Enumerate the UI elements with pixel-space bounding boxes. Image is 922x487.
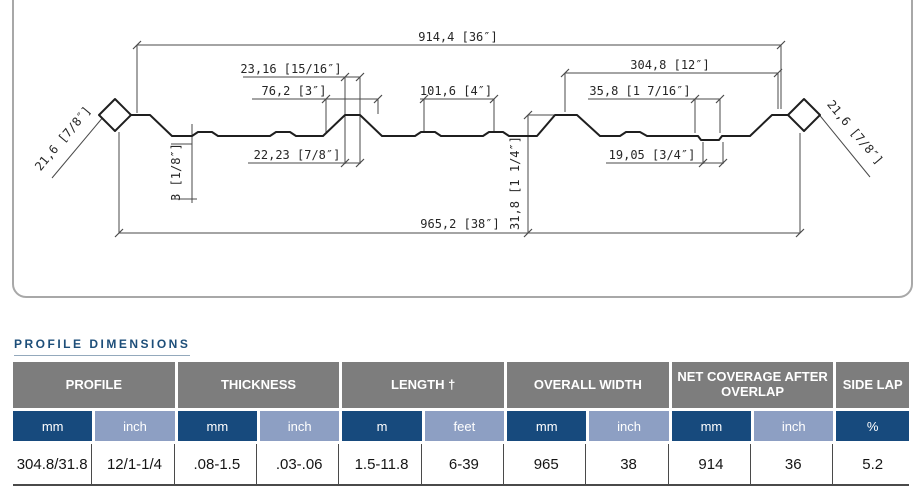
left-edge-diamond [98, 98, 132, 132]
unit-header-length-feet: feet [424, 411, 505, 441]
unit-header-side-lap-pct: % [836, 411, 909, 441]
value-profile-mm: 304.8/31.8 [13, 444, 93, 484]
group-header-overall-width: OVERALL WIDTH [507, 362, 669, 408]
dim-label-stiffener-height: 3 [1/8″] [169, 143, 183, 201]
dim-label-overall-width: 965,2 [38″] [420, 217, 499, 231]
value-profile-inch: 12/1-1/4 [95, 444, 175, 484]
right-edge-diamond [787, 98, 821, 132]
unit-header-length-m: m [342, 411, 422, 441]
unit-header-profile-mm: mm [13, 411, 93, 441]
unit-header-coverage-mm: mm [671, 411, 752, 441]
profile-dimensions-table: PROFILE THICKNESS LENGTH † OVERALL WIDTH… [13, 362, 909, 486]
dim-label-underlap-width: 35,8 [1 7/16″] [589, 84, 690, 98]
value-width-mm: 965 [507, 444, 587, 484]
group-header-thickness: THICKNESS [177, 362, 340, 408]
dim-label-profile-height: 31,8 [1 1/4″] [508, 136, 522, 230]
table-title: PROFILE DIMENSIONS [14, 337, 191, 356]
group-header-profile: PROFILE [13, 362, 175, 408]
value-length-m: 1.5-11.8 [342, 444, 422, 484]
dim-label-rib-base-width: 76,2 [3″] [261, 84, 326, 98]
profile-drawing: 914,4 [36″] 304,8 [12″] 23,16 [15/16″] 7… [32, 30, 886, 238]
value-coverage-inch: 36 [754, 444, 834, 484]
value-side-lap-pct: 5.2 [836, 444, 909, 484]
value-thickness-mm: .08-1.5 [177, 444, 258, 484]
group-header-net-coverage: NET COVERAGE AFTER OVERLAP [671, 362, 834, 408]
unit-header-width-inch: inch [589, 411, 669, 441]
dim-label-groove-width: 19,05 [3/4″] [609, 148, 696, 162]
dimension-lines [51, 40, 871, 238]
unit-header-thickness-inch: inch [260, 411, 340, 441]
unit-header-coverage-inch: inch [754, 411, 834, 441]
unit-header-thickness-mm: mm [177, 411, 258, 441]
dim-label-net-coverage: 914,4 [36″] [418, 30, 497, 44]
drawing-border-box [12, 0, 913, 298]
value-length-feet: 6-39 [424, 444, 505, 484]
unit-header-profile-inch: inch [95, 411, 175, 441]
profile-outline [128, 114, 789, 141]
group-header-length: LENGTH † [342, 362, 505, 408]
value-thickness-inch: .03-.06 [260, 444, 340, 484]
value-coverage-mm: 914 [671, 444, 752, 484]
dim-label-rib-top-width: 23,16 [15/16″] [240, 62, 341, 76]
dim-label-pan-rib-spacing: 101,6 [4″] [420, 84, 492, 98]
value-width-inch: 38 [589, 444, 669, 484]
unit-header-width-mm: mm [507, 411, 587, 441]
dim-label-rib-lower-width: 22,23 [7/8″] [254, 148, 341, 162]
group-header-side-lap: SIDE LAP [836, 362, 909, 408]
dim-label-right-span: 304,8 [12″] [630, 58, 709, 72]
